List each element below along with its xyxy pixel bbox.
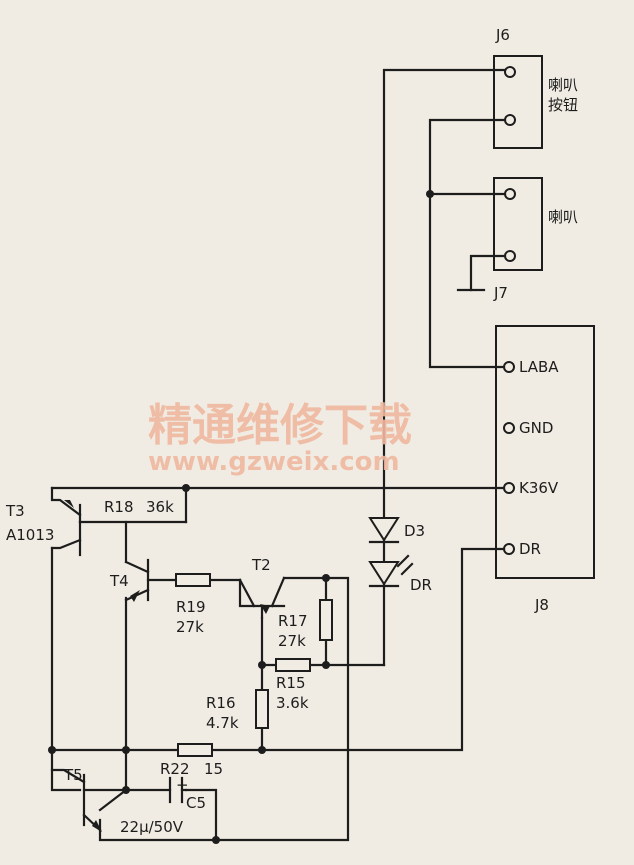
r15-name: R15 (276, 674, 306, 692)
j6-desc-line1: 喇叭 (548, 76, 578, 94)
watermark-url: www.gzweix.com (148, 447, 400, 477)
resistor-r16 (255, 689, 269, 729)
j6-box (493, 55, 543, 149)
j8-pin-k36v-label: K36V (519, 479, 559, 497)
capacitor-c5 (168, 776, 188, 804)
t3-model-label: A1013 (6, 526, 54, 544)
r16-value: 4.7k (206, 714, 239, 732)
resistor-r15 (275, 658, 311, 672)
j6-label: J6 (495, 26, 510, 44)
j8-pin-gnd-label: GND (519, 419, 553, 437)
transistor-t4 (124, 558, 150, 602)
c5-value: 22μ/50V (120, 818, 184, 836)
t3-label: T3 (5, 502, 25, 520)
j8-pin-gnd (503, 422, 515, 434)
j6-desc-line2: 按钮 (548, 96, 578, 114)
led-dr (368, 554, 414, 588)
j7-pin2 (504, 250, 516, 262)
r22-name: R22 (160, 760, 190, 778)
j8-box (495, 325, 595, 579)
watermark-title: 精通维修下载 (148, 400, 412, 451)
r17-name: R17 (278, 612, 308, 630)
resistor-r19 (175, 573, 211, 587)
r17-value: 27k (278, 632, 306, 650)
j7-desc: 喇叭 (548, 208, 578, 226)
transistor-t3 (50, 486, 82, 557)
c5-name: C5 (186, 794, 206, 812)
j6-pin1 (504, 66, 516, 78)
c5-polarity: + (176, 776, 189, 794)
j7-box (493, 177, 543, 271)
d3-label: D3 (404, 522, 425, 540)
j7-pin1 (504, 188, 516, 200)
j6-pin2 (504, 114, 516, 126)
junctions (48, 190, 434, 844)
r19-name: R19 (176, 598, 206, 616)
t5-label: T5 (63, 766, 83, 784)
t2-label: T2 (251, 556, 271, 574)
diode-d3 (368, 517, 400, 544)
r15-value: 3.6k (276, 694, 309, 712)
resistor-r17 (319, 599, 333, 641)
resistor-r22 (177, 743, 213, 757)
dr-label: DR (410, 576, 432, 594)
j8-pin-laba (503, 361, 515, 373)
j8-pin-k36v (503, 482, 515, 494)
j8-pin-laba-label: LABA (519, 358, 559, 376)
r18-value: 36k (146, 498, 174, 516)
j8-pin-dr (503, 543, 515, 555)
r19-value: 27k (176, 618, 204, 636)
r22-value: 15 (204, 760, 223, 778)
r18-name: R18 (104, 498, 134, 516)
r16-name: R16 (206, 694, 236, 712)
j7-label: J7 (493, 284, 508, 302)
t4-label: T4 (109, 572, 129, 590)
transistor-t5 (50, 768, 128, 832)
j8-label: J8 (534, 596, 549, 614)
j8-pin-dr-label: DR (519, 540, 541, 558)
transistor-t2 (238, 576, 286, 620)
